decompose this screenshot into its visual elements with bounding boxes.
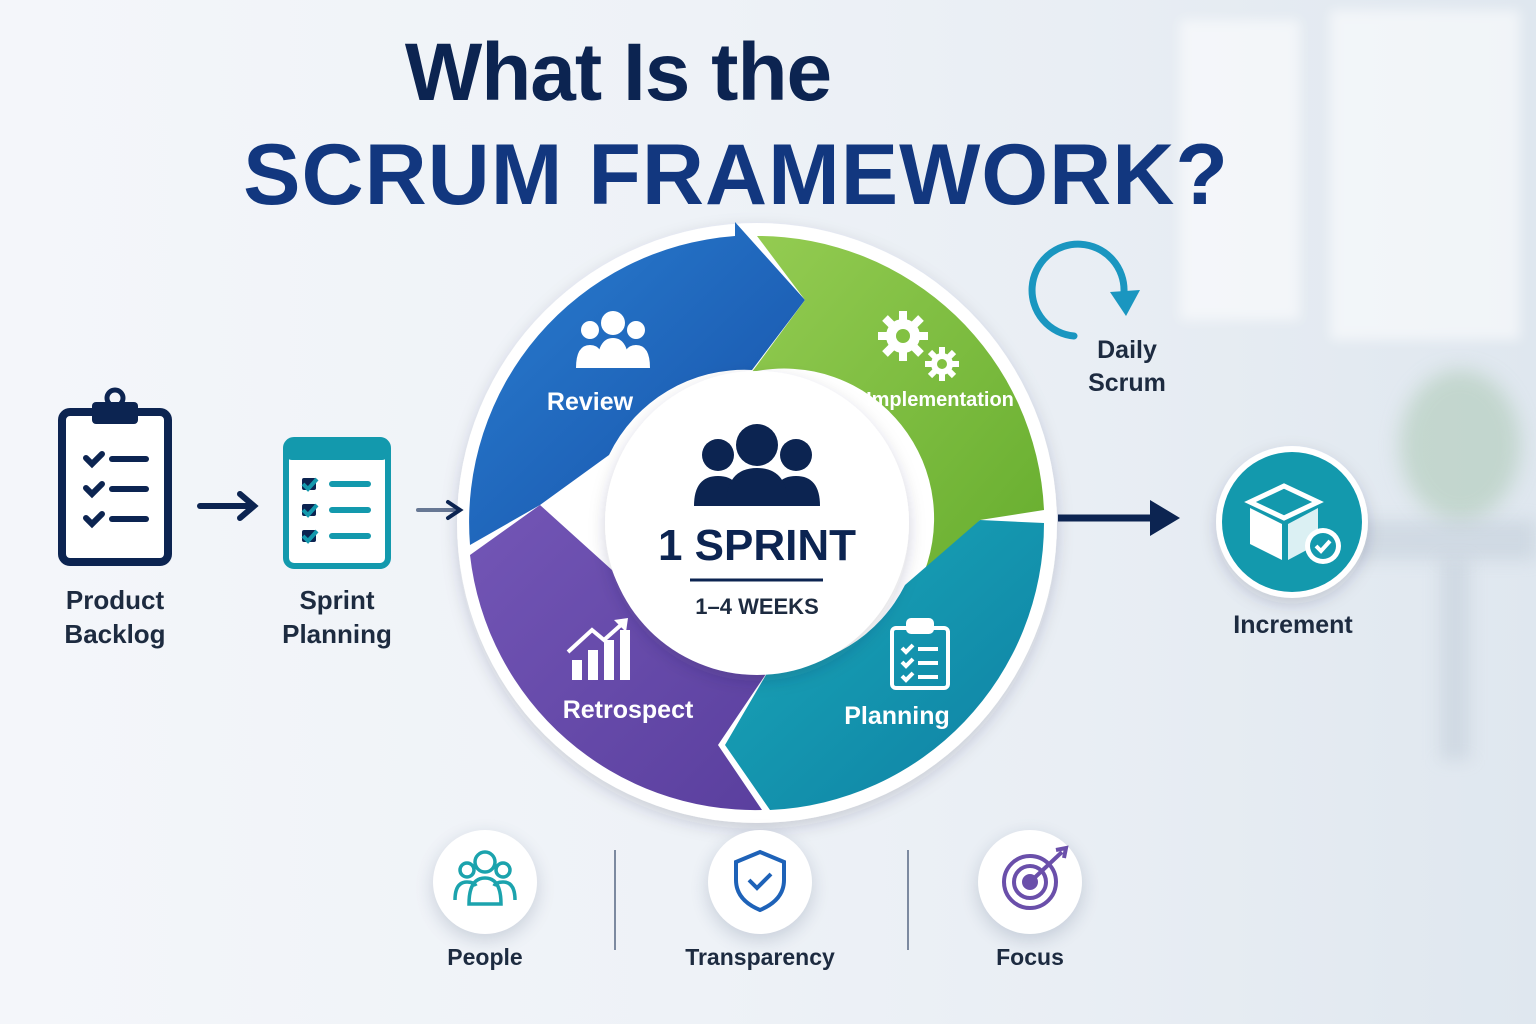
value-label-focus: Focus bbox=[996, 944, 1064, 970]
sprint-planning-label: Sprint Planning bbox=[262, 583, 412, 651]
product-backlog-icon bbox=[58, 387, 172, 566]
people-icon bbox=[453, 850, 517, 906]
sprint-planning-label-line1: Sprint bbox=[299, 585, 375, 615]
cycle-center-circle bbox=[605, 371, 909, 675]
center-team-icon bbox=[694, 424, 820, 506]
divider-right bbox=[907, 850, 909, 950]
daily-scrum-label: Daily Scrum bbox=[1062, 334, 1192, 400]
retrospect-chart-icon bbox=[566, 618, 630, 680]
segment-label-retrospect: Retrospect bbox=[562, 696, 694, 724]
product-backlog-label-line2: Backlog bbox=[64, 619, 166, 649]
product-backlog-label: Product Backlog bbox=[40, 583, 190, 651]
shield-check-icon bbox=[734, 849, 786, 913]
daily-scrum-label-line1: Daily bbox=[1097, 336, 1157, 364]
increment-icon bbox=[1216, 446, 1368, 598]
people-circle bbox=[433, 830, 537, 934]
daily-scrum-label-line2: Scrum bbox=[1088, 369, 1166, 397]
page-title-line2: SCRUM FRAMEWORK? bbox=[243, 127, 1229, 223]
sprint-planning-icon bbox=[283, 437, 391, 569]
sprint-title: 1 SPRINT bbox=[657, 521, 857, 570]
product-backlog-label-line1: Product bbox=[65, 585, 165, 615]
sprint-duration: 1–4 WEEKS bbox=[695, 594, 819, 619]
daily-scrum-arrow-icon bbox=[1028, 240, 1140, 340]
gears-icon bbox=[878, 311, 959, 381]
cycle-segment-implementation bbox=[752, 235, 1044, 582]
sprint-planning-label-line2: Planning bbox=[282, 619, 392, 649]
value-label-transparency: Transparency bbox=[685, 944, 835, 970]
target-icon bbox=[1002, 845, 1069, 910]
transparency-circle bbox=[708, 830, 812, 934]
value-label-people: People bbox=[447, 944, 523, 970]
segment-label-review: Review bbox=[546, 388, 634, 416]
segment-label-implementation: Implementation bbox=[866, 389, 1014, 411]
arrow-cycle-to-increment bbox=[1058, 500, 1180, 536]
cycle-segment-planning bbox=[725, 520, 1045, 810]
review-team-icon bbox=[576, 311, 650, 368]
segment-label-planning: Planning bbox=[844, 702, 950, 730]
arrow-planning-to-cycle bbox=[416, 500, 464, 520]
planning-clipboard-icon bbox=[890, 618, 950, 690]
increment-label: Increment bbox=[1233, 611, 1353, 639]
arrow-backlog-to-planning bbox=[197, 491, 259, 521]
divider-left bbox=[614, 850, 616, 950]
page-title-line1: What Is the bbox=[404, 27, 832, 118]
cycle-segment-review bbox=[469, 222, 805, 545]
